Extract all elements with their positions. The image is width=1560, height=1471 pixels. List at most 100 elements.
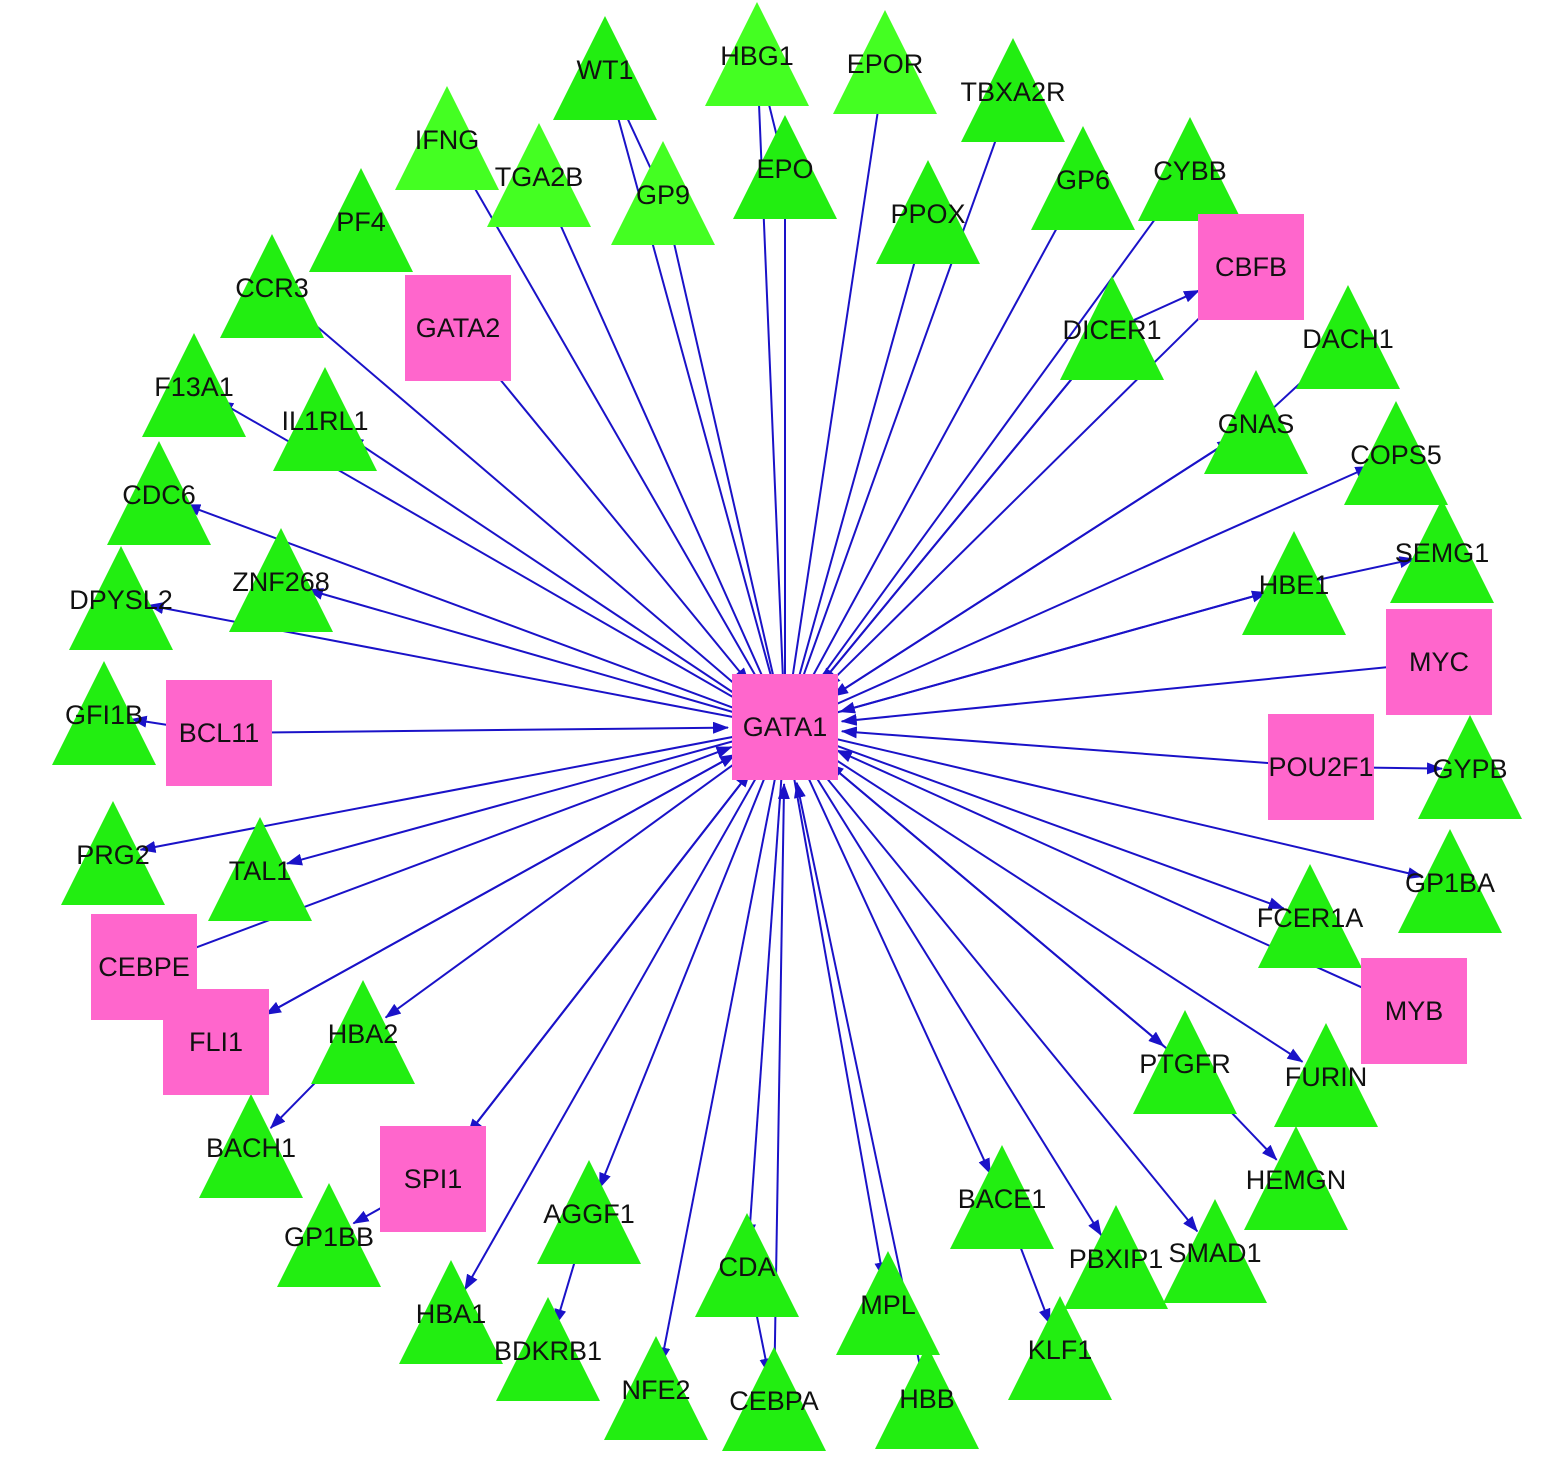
node-cybb[interactable]: CYBB — [1138, 117, 1242, 221]
node-bcl11[interactable]: BCL11 — [166, 680, 272, 786]
node-gp1ba[interactable]: GP1BA — [1398, 829, 1502, 933]
node-mpl[interactable]: MPL — [836, 1251, 940, 1355]
node-tga2b[interactable]: TGA2B — [487, 123, 591, 227]
node-pbxip1[interactable]: PBXIP1 — [1064, 1205, 1168, 1309]
target-triangle — [1390, 499, 1494, 603]
regulator-square — [1386, 609, 1492, 715]
node-myc[interactable]: MYC — [1386, 609, 1492, 715]
node-fli1[interactable]: FLI1 — [163, 989, 269, 1095]
node-hba1[interactable]: HBA1 — [399, 1260, 503, 1364]
node-il1rl1[interactable]: IL1RL1 — [273, 367, 377, 471]
edge-gata1-to-tal1 — [286, 729, 774, 866]
node-dpysl2[interactable]: DPYSL2 — [69, 546, 173, 650]
edge-gata1-to-fcer1a — [795, 730, 1285, 910]
node-klf1[interactable]: KLF1 — [1008, 1296, 1112, 1400]
node-label: HEMGN — [1246, 1165, 1347, 1195]
node-hba2[interactable]: HBA2 — [311, 980, 415, 1084]
regulator-square — [1361, 958, 1467, 1064]
target-triangle — [277, 1183, 381, 1287]
node-gp1bb[interactable]: GP1BB — [277, 1183, 381, 1287]
target-triangle — [1398, 829, 1502, 933]
node-label: CBFB — [1215, 252, 1287, 282]
node-label: CCR3 — [235, 273, 309, 303]
node-label: SPI1 — [404, 1164, 463, 1194]
node-aggf1[interactable]: AGGF1 — [537, 1160, 641, 1264]
node-gata2[interactable]: GATA2 — [405, 275, 511, 381]
node-bach1[interactable]: BACH1 — [199, 1094, 303, 1198]
node-label: AGGF1 — [543, 1199, 635, 1229]
node-tbxa2r[interactable]: TBXA2R — [960, 38, 1066, 142]
node-dach1[interactable]: DACH1 — [1296, 285, 1400, 389]
edge-gnas-to-gata1 — [832, 429, 1247, 698]
node-bace1[interactable]: BACE1 — [950, 1145, 1054, 1249]
node-hbg1[interactable]: HBG1 — [705, 2, 809, 106]
node-hbb[interactable]: HBB — [875, 1345, 979, 1449]
node-spi1[interactable]: SPI1 — [380, 1126, 486, 1232]
node-cebpa[interactable]: CEBPA — [722, 1347, 826, 1451]
node-gfi1b[interactable]: GFI1B — [52, 661, 156, 765]
edge-gata1-to-znf268 — [306, 588, 774, 725]
node-smad1[interactable]: SMAD1 — [1163, 1199, 1267, 1303]
node-ccr3[interactable]: CCR3 — [220, 234, 324, 338]
regulator-square — [732, 674, 838, 780]
node-label: GP1BB — [284, 1222, 374, 1252]
node-label: TGA2B — [495, 162, 584, 192]
node-dicer1[interactable]: DICER1 — [1060, 276, 1164, 380]
node-label: GP6 — [1056, 165, 1110, 195]
node-epo[interactable]: EPO — [733, 115, 837, 219]
node-pou2f1[interactable]: POU2F1 — [1268, 714, 1374, 820]
node-fcer1a[interactable]: FCER1A — [1257, 864, 1364, 968]
edge-gata1-to-tbxa2r — [788, 117, 1005, 717]
node-ifng[interactable]: IFNG — [395, 86, 499, 190]
target-triangle — [1344, 401, 1448, 505]
node-semg1[interactable]: SEMG1 — [1390, 499, 1494, 603]
node-cdc6[interactable]: CDC6 — [107, 441, 211, 545]
node-ppox[interactable]: PPOX — [876, 160, 980, 264]
node-cda[interactable]: CDA — [695, 1213, 799, 1317]
edge-gata1-to-mpl — [786, 738, 887, 1279]
node-epor[interactable]: EPOR — [833, 10, 937, 114]
target-triangle — [487, 123, 591, 227]
target-triangle — [833, 10, 937, 114]
target-triangle — [199, 1094, 303, 1198]
node-bdkrb1[interactable]: BDKRB1 — [494, 1297, 602, 1401]
node-label: GFI1B — [65, 700, 143, 730]
edge-gata1-to-smad1 — [791, 735, 1199, 1233]
target-triangle — [1296, 285, 1400, 389]
node-furin[interactable]: FURIN — [1274, 1023, 1378, 1127]
node-ptgfr[interactable]: PTGFR — [1133, 1010, 1237, 1114]
node-label: DPYSL2 — [69, 585, 173, 615]
node-myb[interactable]: MYB — [1361, 958, 1467, 1064]
node-pf4[interactable]: PF4 — [309, 168, 413, 272]
node-label: HBA1 — [416, 1299, 487, 1329]
node-label: CDA — [718, 1252, 775, 1282]
target-triangle — [876, 160, 980, 264]
node-nfe2[interactable]: NFE2 — [604, 1336, 708, 1440]
node-tal1[interactable]: TAL1 — [208, 817, 312, 921]
node-cops5[interactable]: COPS5 — [1344, 401, 1448, 505]
node-label: F13A1 — [154, 372, 234, 402]
node-gypb[interactable]: GYPB — [1418, 715, 1522, 819]
node-hemgn[interactable]: HEMGN — [1244, 1126, 1348, 1230]
node-gp9[interactable]: GP9 — [611, 141, 715, 245]
target-triangle — [1244, 1126, 1348, 1230]
node-gnas[interactable]: GNAS — [1204, 370, 1308, 474]
node-gata1[interactable]: GATA1 — [732, 674, 838, 780]
target-triangle — [69, 546, 173, 650]
node-hbe1[interactable]: HBE1 — [1242, 531, 1346, 635]
node-label: TAL1 — [229, 856, 292, 886]
node-cbfb[interactable]: CBFB — [1198, 214, 1304, 320]
node-wt1[interactable]: WT1 — [553, 16, 657, 120]
target-triangle — [1008, 1296, 1112, 1400]
target-triangle — [611, 141, 715, 245]
node-f13a1[interactable]: F13A1 — [142, 333, 246, 437]
node-znf268[interactable]: ZNF268 — [229, 528, 333, 632]
edge-cebpe-to-gata1 — [154, 746, 733, 964]
node-gp6[interactable]: GP6 — [1031, 126, 1135, 230]
edge-gata1-to-hba2 — [384, 733, 776, 1019]
edge-gata1-to-cda — [744, 738, 786, 1241]
node-prg2[interactable]: PRG2 — [61, 801, 165, 905]
target-triangle — [107, 441, 211, 545]
edge-gata1-to-epor — [785, 90, 885, 716]
